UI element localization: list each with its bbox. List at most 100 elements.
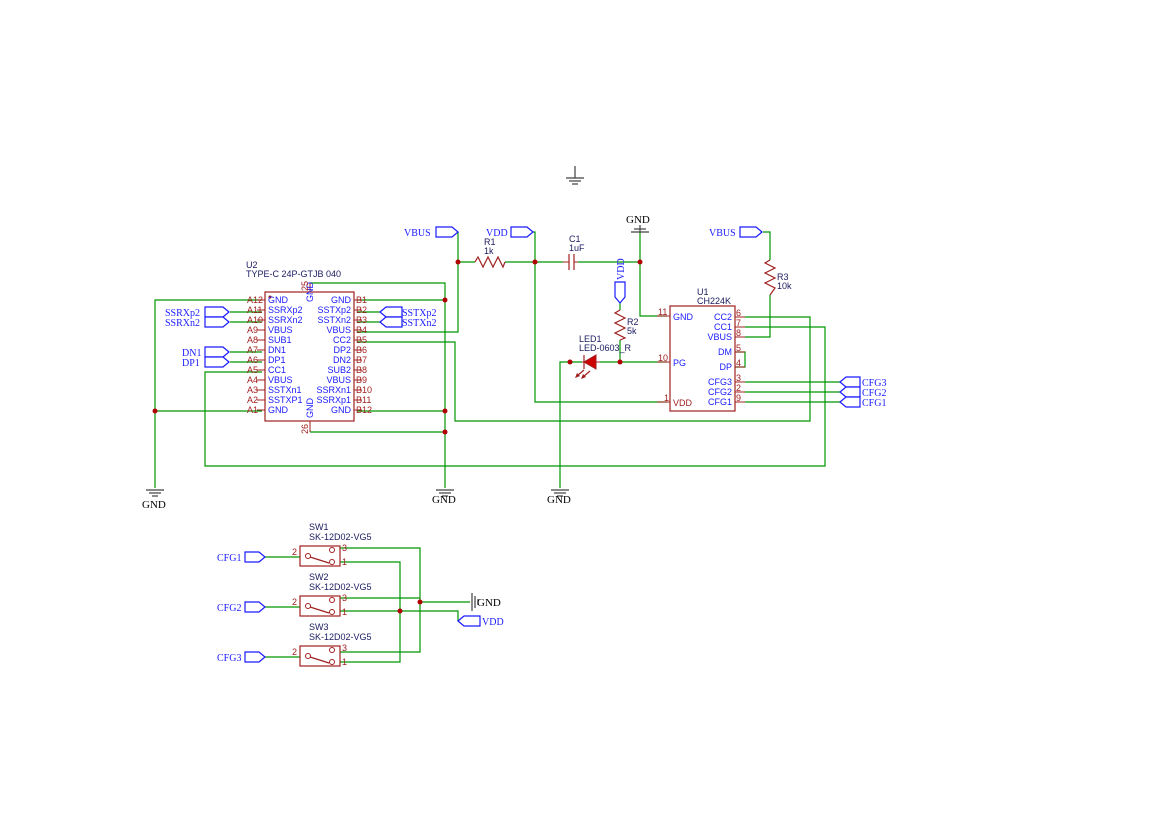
r3-value: 10k (777, 281, 792, 291)
gnd-symbols (146, 166, 649, 611)
net-label-vdd: VDD (482, 617, 504, 628)
gnd-symbol (471, 593, 479, 611)
u2-pin-name: SSTXn2 (317, 315, 351, 325)
u2-pin-name: SSTXP1 (268, 395, 303, 405)
u2-pin-number: 25 (300, 281, 310, 291)
resistor-r3: R3 10k (763, 259, 792, 296)
u1-pin-number: 2 (736, 383, 741, 393)
ic-u1: U1 CH224K 11 GND 10 PG 1 VDD 6CC27CC18VB… (657, 287, 745, 412)
switch-pin-number: 1 (342, 607, 347, 617)
junction-dot (455, 259, 461, 265)
u2-pin-name: GND (305, 398, 315, 419)
switch-value: SK-12D02-VG5 (309, 632, 372, 642)
u2-pin-name: VBUS (326, 375, 351, 385)
u2-pin-number: A4 (247, 375, 258, 385)
junction-dot (152, 408, 158, 414)
net-label-vbus: VBUS (709, 228, 736, 239)
r3-ref: R3 (777, 272, 789, 282)
u2-pin-name: VBUS (268, 375, 293, 385)
switch-pin-number: 2 (292, 547, 297, 557)
junction-dot (442, 297, 448, 303)
switch-pin-number: 1 (342, 657, 347, 667)
switch-pin-number: 1 (342, 557, 347, 567)
u2-pin-name: VBUS (268, 325, 293, 335)
u2-pin-name: GND (305, 282, 315, 303)
u1-pin-number: 10 (658, 353, 668, 363)
u1-pin-number: 6 (736, 308, 741, 318)
u2-pin-number: A10 (247, 315, 263, 325)
junction-dot (397, 608, 403, 614)
u2-pin-number: B4 (356, 325, 367, 335)
u2-pin-name: GND (268, 405, 289, 415)
u2-pin-number: B11 (356, 395, 371, 405)
u1-value: CH224K (697, 296, 731, 306)
gnd-symbol (146, 489, 164, 497)
junction-dot (442, 429, 448, 435)
u2-pin-number: B3 (356, 315, 367, 325)
net-label-ssrxn2: SSRXn2 (165, 318, 200, 329)
net-label-vbus: VBUS (404, 228, 431, 239)
u1-pin-name: CFG1 (708, 397, 732, 407)
u2-pin-number: B12 (356, 405, 372, 415)
u1-pin-name: DM (718, 347, 732, 357)
net-label-vdd: VDD (616, 258, 627, 280)
gnd-symbol (631, 225, 649, 233)
u2-pin-name: GND (331, 405, 352, 415)
net-label-cfg3: CFG3 (862, 378, 886, 389)
gnd-label: GND (142, 499, 166, 511)
c1-ref: C1 (569, 234, 581, 244)
led-led1: LED1 LED-0603_R (575, 334, 632, 379)
u2-pin-name: CC2 (333, 335, 351, 345)
u1-pin-number: 9 (736, 393, 741, 403)
net-label-ssrxp2: SSRXp2 (165, 308, 200, 319)
net-label-cfg2: CFG2 (217, 603, 241, 614)
wires (154, 231, 840, 663)
switch-pin-number: 3 (342, 643, 347, 653)
r2-ref: R2 (627, 317, 639, 327)
resistor-r1: R1 1k (474, 237, 506, 269)
led1-ref: LED1 (579, 334, 602, 344)
r2-value: 5k (627, 326, 637, 336)
u1-pin-name: PG (673, 358, 686, 368)
u2-pin-name: GND (268, 295, 289, 305)
u2-pin-name: GND (331, 295, 352, 305)
u2-pin-name: SSTXn1 (268, 385, 302, 395)
u1-pin-number: 8 (736, 328, 741, 338)
gnd-label: GND (432, 494, 456, 506)
junction-dot (567, 359, 573, 365)
u2-pin-number: B10 (356, 385, 372, 395)
u2-pin-number: A11 (247, 305, 262, 315)
u1-pin-name: CC1 (714, 322, 732, 332)
gnd-symbol (436, 489, 454, 497)
u1-pin-name: CFG2 (708, 387, 732, 397)
switch-pin-number: 2 (292, 597, 297, 607)
junction-dot (617, 359, 623, 365)
u2-pin-number: B7 (356, 355, 367, 365)
u2-pin-number: A7 (247, 345, 258, 355)
net-label-cfg3: CFG3 (217, 653, 241, 664)
u2-pin-name: VBUS (326, 325, 351, 335)
u2-pin-number: A12 (247, 295, 263, 305)
u2-pin-name: SUB1 (268, 335, 292, 345)
r1-value: 1k (484, 246, 494, 256)
capacitor-c1: C1 1uF (563, 234, 585, 270)
u1-pin-name: GND (673, 312, 694, 322)
u1-pin-number: 7 (736, 318, 741, 328)
switch-pin-number: 2 (292, 647, 297, 657)
u2-pin-number: B2 (356, 305, 367, 315)
u2-pin-name: SSRXp1 (316, 395, 351, 405)
net-label-sstxp2: SSTXp2 (402, 308, 436, 319)
u2-pin-number: B6 (356, 345, 367, 355)
net-flags (204, 226, 861, 663)
junction-dot (532, 259, 538, 265)
u1-pin-number: 3 (736, 373, 741, 383)
u2-pin-number: A8 (247, 335, 258, 345)
net-label-vdd: VDD (486, 228, 508, 239)
led1-value: LED-0603_R (579, 343, 632, 353)
u1-pin-name: CFG3 (708, 377, 732, 387)
switch-value: SK-12D02-VG5 (309, 582, 372, 592)
